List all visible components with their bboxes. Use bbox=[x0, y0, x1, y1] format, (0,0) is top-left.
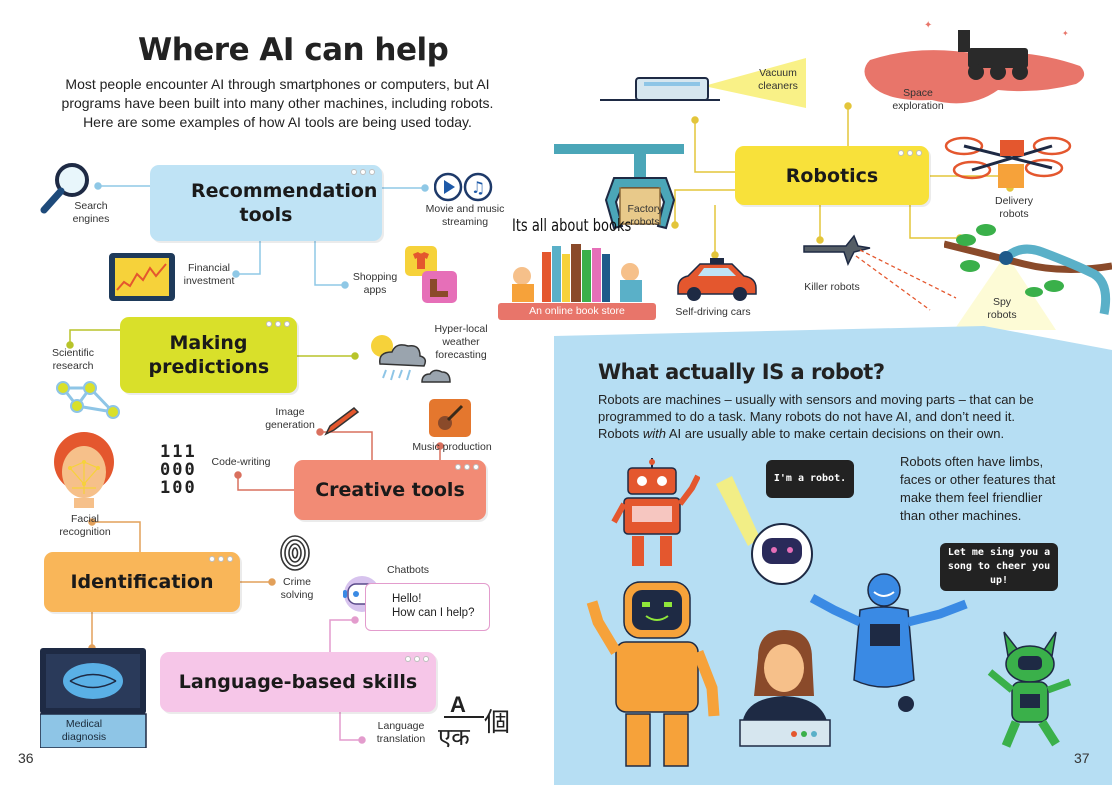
killer-robots-label: Killer robots bbox=[804, 281, 860, 293]
pencil-icon bbox=[324, 407, 360, 436]
section-text-2b: AI are usually able to make certain deci… bbox=[665, 426, 1005, 441]
svg-text:✦: ✦ bbox=[924, 20, 932, 31]
facial-recognition-label: Facial recognition bbox=[59, 513, 111, 538]
page-title: Where AI can help bbox=[138, 32, 449, 68]
shopping-label: Shopping apps bbox=[352, 271, 398, 296]
code-writing-label: Code-writing bbox=[211, 456, 271, 468]
binary-code: 111 000 100 bbox=[160, 443, 197, 497]
fingerprint-icon bbox=[280, 535, 310, 571]
making-predictions-box: Making predictions bbox=[120, 317, 297, 393]
factory-arm-icon bbox=[554, 144, 684, 230]
binary-row: 111 bbox=[160, 442, 197, 462]
self-driving-car-icon bbox=[677, 258, 757, 301]
weather-icon bbox=[371, 335, 451, 383]
military-drone-icon bbox=[803, 234, 957, 311]
svg-text:♫: ♫ bbox=[471, 178, 485, 197]
translation-glyph-hindi: एक bbox=[438, 723, 470, 751]
woman-at-console-icon bbox=[739, 630, 831, 747]
weather-label: Hyper-local weather forecasting bbox=[434, 323, 488, 361]
round-robot-icon bbox=[716, 476, 813, 585]
shopping-icon bbox=[405, 246, 457, 303]
chat-line-2: How can I help? bbox=[392, 607, 475, 619]
page-number-right: 37 bbox=[1074, 750, 1090, 766]
chatbots-label: Chatbots bbox=[386, 564, 430, 576]
factory-robots-label: Factory robots bbox=[627, 203, 663, 228]
translation-underline bbox=[444, 716, 484, 718]
vacuum-robot-icon bbox=[600, 58, 806, 108]
mars-terrain: ✦✦ bbox=[864, 20, 1085, 104]
movie-music-label: Movie and music streaming bbox=[425, 203, 505, 228]
intro-paragraph: Most people encounter AI through smartph… bbox=[61, 76, 494, 130]
watermark-title: Its all about books bbox=[512, 216, 632, 236]
section-text-2a: Robots bbox=[598, 426, 643, 441]
chat-bubble: Hello! How can I help? bbox=[365, 583, 490, 631]
binary-row: 100 bbox=[160, 478, 197, 498]
speech-bubble-song: Let me sing you a song to cheer you up! bbox=[940, 543, 1058, 591]
section-text-2-em: with bbox=[642, 426, 666, 441]
network-icon bbox=[56, 381, 120, 419]
delivery-drone-icon bbox=[944, 136, 1072, 188]
recommendation-tools-label: Recommendation tools bbox=[191, 180, 378, 226]
chat-line-1: Hello! bbox=[392, 593, 422, 605]
creative-tools-box: Creative tools bbox=[294, 460, 486, 520]
creative-tools-label: Creative tools bbox=[315, 479, 465, 501]
binary-row: 000 bbox=[160, 460, 197, 480]
section-paragraph: Robots are machines – usually with senso… bbox=[598, 391, 1048, 442]
making-predictions-label: Making predictions bbox=[148, 332, 270, 378]
search-engines-label: Search engines bbox=[72, 200, 110, 225]
translation-label: Language translation bbox=[376, 720, 426, 745]
spy-robot-icon bbox=[944, 224, 1112, 330]
identification-box: Identification bbox=[44, 552, 240, 612]
crime-solving-label: Crime solving bbox=[280, 576, 314, 601]
play-music-icons: ♫ bbox=[434, 172, 493, 202]
robotics-box: Robotics bbox=[735, 146, 929, 205]
speech-bubble-robot: I'm a robot. bbox=[766, 460, 854, 498]
financial-label: Financial investment bbox=[183, 262, 235, 287]
self-driving-label: Self-driving cars bbox=[675, 306, 751, 318]
face-scan-icon bbox=[54, 432, 114, 508]
chart-tablet-icon bbox=[109, 253, 175, 301]
side-note: Robots often have limbs, faces or other … bbox=[900, 454, 1056, 523]
brain-scan-icon bbox=[40, 648, 147, 748]
image-generation-label: Image generation bbox=[265, 406, 315, 431]
robotics-label: Robotics bbox=[785, 164, 879, 187]
translation-glyph-chinese: 個 bbox=[484, 708, 511, 738]
spy-robots-label: Spy robots bbox=[987, 296, 1017, 321]
recommendation-tools-box: Recommendation tools bbox=[150, 165, 382, 241]
watermark-banner: An online book store bbox=[498, 303, 656, 320]
books-illustration bbox=[512, 244, 642, 302]
orange-robot-icon bbox=[586, 581, 720, 767]
translation-glyph-a: A bbox=[450, 692, 466, 717]
identification-label: Identification bbox=[70, 571, 214, 593]
music-production-label: Music production bbox=[412, 441, 492, 453]
delivery-robots-label: Delivery robots bbox=[995, 195, 1033, 220]
red-robot-icon bbox=[611, 458, 700, 566]
scientific-label: Scientific research bbox=[51, 347, 94, 372]
language-skills-label: Language-based skills bbox=[178, 671, 418, 693]
green-robot-icon bbox=[987, 631, 1072, 748]
page-number-left: 36 bbox=[18, 750, 34, 766]
language-skills-box: Language-based skills bbox=[160, 652, 436, 712]
space-exploration-label: Space exploration bbox=[892, 87, 944, 112]
guitar-icon bbox=[429, 399, 471, 437]
section-text-1: Robots are machines – usually with senso… bbox=[598, 392, 1034, 424]
medical-diagnosis-label: Medical diagnosis bbox=[61, 718, 107, 743]
magnifier-icon bbox=[40, 163, 89, 214]
blue-robot-icon bbox=[809, 573, 968, 712]
svg-text:✦: ✦ bbox=[1062, 29, 1069, 38]
section-title: What actually IS a robot? bbox=[598, 360, 885, 384]
vacuum-label: Vacuum cleaners bbox=[758, 67, 798, 92]
